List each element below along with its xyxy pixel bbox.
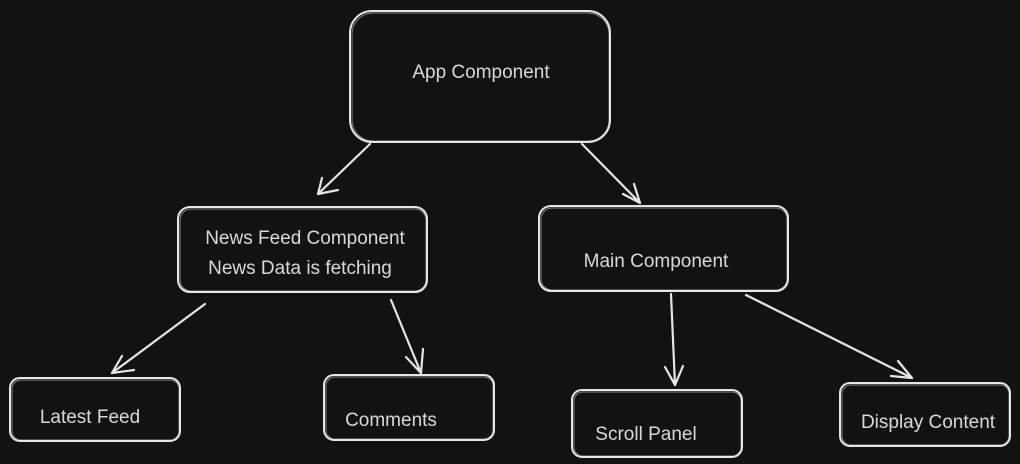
edge-main-to-display-content-arrowhead (889, 359, 914, 380)
edge-main-to-scroll-panel-line (669, 292, 677, 387)
edge-news-feed-to-latest-feed-line (110, 302, 207, 375)
edge-main-to-scroll-panel-arrowhead (663, 364, 685, 387)
node-app-component: App Component (349, 10, 611, 143)
edge-news-feed-to-latest-feed (110, 302, 207, 375)
node-scroll-panel-label: Scroll Panel (595, 424, 696, 445)
node-display-content: Display Content (839, 382, 1011, 447)
edge-main-to-display-content (744, 293, 914, 380)
edge-news-feed-to-comments-line (389, 298, 423, 375)
edge-app-to-main-arrowhead (621, 182, 642, 205)
edge-app-to-news-feed-arrowhead (316, 176, 340, 196)
node-latest-feed-label: Latest Feed (40, 407, 140, 428)
node-comments-label: Comments (345, 410, 437, 431)
node-main-component-label: Main Component (584, 251, 729, 272)
node-display-content-label: Display Content (861, 412, 996, 433)
node-scroll-panel: Scroll Panel (571, 389, 743, 458)
edge-news-feed-to-comments (389, 298, 425, 375)
edge-news-feed-to-latest-feed-arrowhead (110, 354, 136, 375)
node-news-feed-component: News Feed Component News Data is fetchin… (177, 206, 428, 293)
edge-app-to-news-feed-line (316, 142, 372, 196)
node-news-feed-label-line2: News Data is fetching (208, 258, 392, 279)
edge-main-to-display-content-line (744, 293, 914, 380)
node-news-feed-label-line1: News Feed Component (205, 228, 405, 249)
edge-main-to-scroll-panel (663, 292, 685, 387)
node-app-component-label: App Component (412, 62, 550, 83)
edge-app-to-main (580, 142, 642, 205)
node-latest-feed: Latest Feed (9, 377, 181, 442)
edge-app-to-main-line (580, 142, 642, 205)
edge-news-feed-to-comments-arrowhead (404, 347, 425, 375)
edge-app-to-news-feed (316, 142, 372, 196)
node-main-component: Main Component (538, 205, 789, 292)
node-comments: Comments (323, 374, 495, 441)
